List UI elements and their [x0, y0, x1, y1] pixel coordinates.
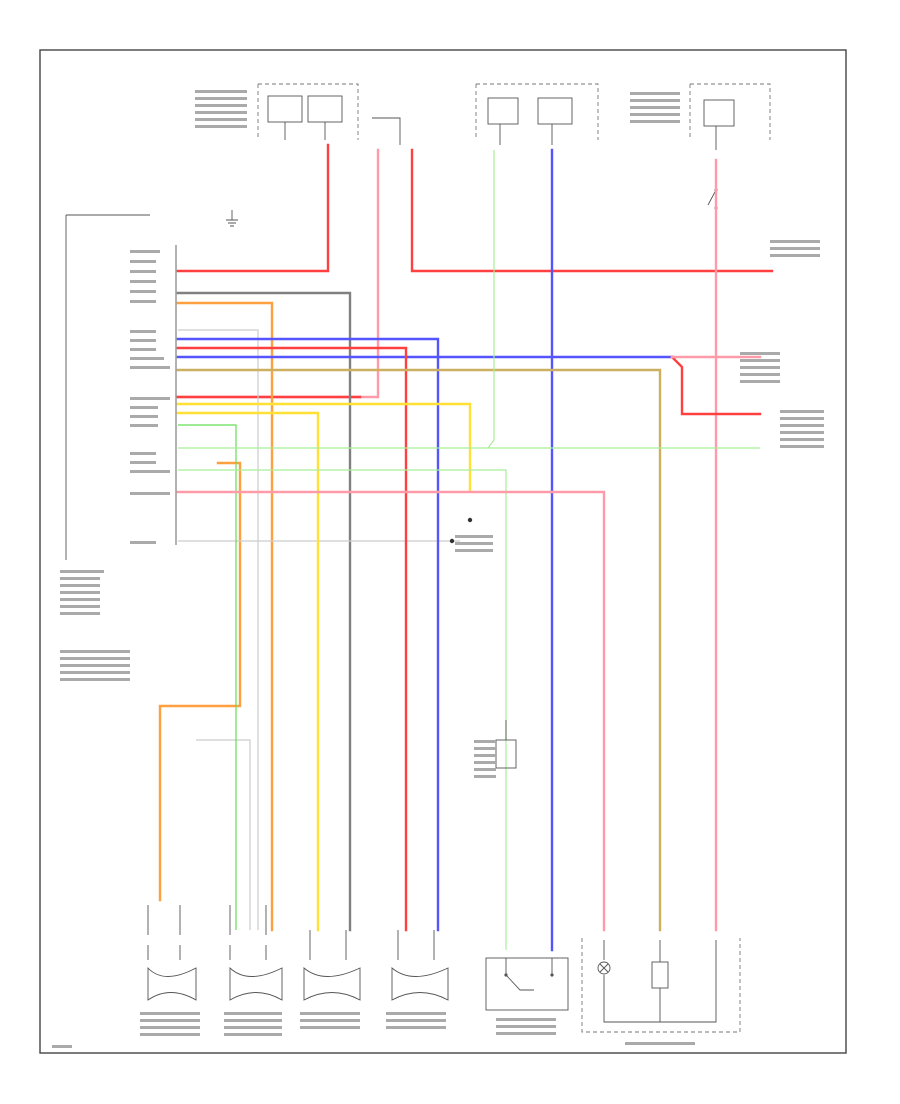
diagnostic-connector — [449, 517, 473, 544]
wheel-speed-sensor-icon — [229, 966, 283, 1001]
fuse-1 — [267, 95, 303, 123]
wire-blue-1 — [176, 337, 440, 932]
wheel-speed-sensor-icon — [147, 966, 197, 1001]
sensor-2 — [229, 905, 283, 1001]
wire-green-3 — [178, 469, 507, 950]
wire-green-2 — [178, 150, 495, 449]
wire-orange-1 — [176, 301, 274, 932]
faint-label-marks — [52, 90, 824, 1048]
instrument-cluster — [581, 938, 741, 1033]
wire-red-right — [670, 355, 762, 416]
wire-red-1 — [176, 143, 330, 273]
wire-tan — [176, 368, 662, 932]
wire-pink-lower — [176, 490, 606, 932]
relay-lead — [372, 117, 401, 145]
sensor-1 — [147, 905, 197, 1001]
sensor-4 — [391, 930, 449, 1001]
wire-yellow-2 — [176, 411, 320, 932]
wire-orange-2 — [158, 461, 242, 902]
wire-red-2 — [410, 148, 774, 273]
sensor-3 — [303, 930, 361, 1001]
wheel-speed-sensor-icon — [391, 967, 449, 1001]
fuse-icon — [651, 961, 669, 989]
fuse-box-center — [475, 83, 599, 145]
wheel-speed-sensor-icon — [303, 967, 361, 1001]
wire-gray — [176, 291, 352, 932]
fuse-3 — [487, 97, 519, 125]
switch-icon — [505, 958, 553, 991]
wire-white-1 — [178, 329, 259, 930]
brake-switch-bottom — [485, 957, 569, 1011]
wire-green-1 — [178, 424, 237, 930]
ground-icon — [226, 210, 238, 227]
fuse-box-right — [689, 83, 771, 150]
fuse-box-left — [257, 83, 359, 140]
diagram-border — [39, 49, 847, 1054]
lamp-icon — [597, 961, 611, 975]
wire-pink-1 — [176, 148, 380, 399]
wire-yellow-1 — [176, 402, 472, 492]
fuse-2 — [307, 95, 343, 123]
fuse-4 — [537, 97, 573, 125]
wire-red-3 — [176, 346, 408, 932]
fuse-5 — [703, 99, 735, 127]
